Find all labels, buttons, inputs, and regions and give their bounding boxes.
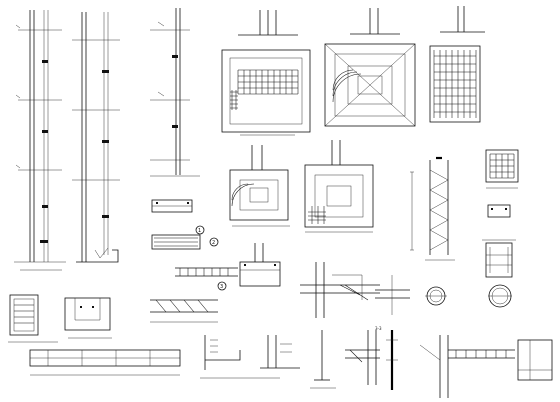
circle-mark-3: 3 [220,284,223,290]
beam-column-joint-1 [300,262,380,318]
beam-rebar-detail: 3 [175,267,238,291]
footing-section-1 [229,145,290,227]
stair-detail-2 [260,335,300,369]
pit-detail [517,339,553,381]
rebar-grid-plan-3 [433,50,477,118]
column-stub-detail [239,243,281,287]
circle-mark-2: 2 [212,240,215,246]
beam-column-joint-2: 3-3 [375,275,410,331]
rebar-grid-plan-1 [237,69,299,95]
section-mark-3-3: 3-3 [375,326,382,331]
footing-section-2 [304,140,374,233]
pile-cage-elevation [410,156,455,261]
rebar-cage-section: 2 [151,234,219,250]
column-elevation-3 [150,8,200,177]
beam-detail-small: 1 [151,199,205,235]
column-base-detail [310,330,336,389]
pile-section-grid [485,149,519,189]
wall-footing-section [64,297,112,339]
foundation-detail-left [8,294,58,343]
footing-plan-2 [324,8,416,127]
ground-beam-section [150,299,218,323]
circular-pile-section-2 [488,284,512,308]
beam-end-detail [345,330,380,385]
column-elevation-1 [14,10,66,271]
circular-pile-section-1 [425,286,447,306]
circle-mark-1: 1 [198,228,201,234]
slab-edge-detail [419,335,515,398]
footing-plan-3 [429,6,485,123]
wall-section-detail [386,330,398,390]
footing-plan-1 [221,10,311,136]
column-elevation-2 [72,12,120,263]
pile-cap-elevation [482,239,516,278]
stair-detail-1 [200,335,280,379]
strip-footing-elevation [29,349,181,376]
small-section-box [487,204,511,218]
